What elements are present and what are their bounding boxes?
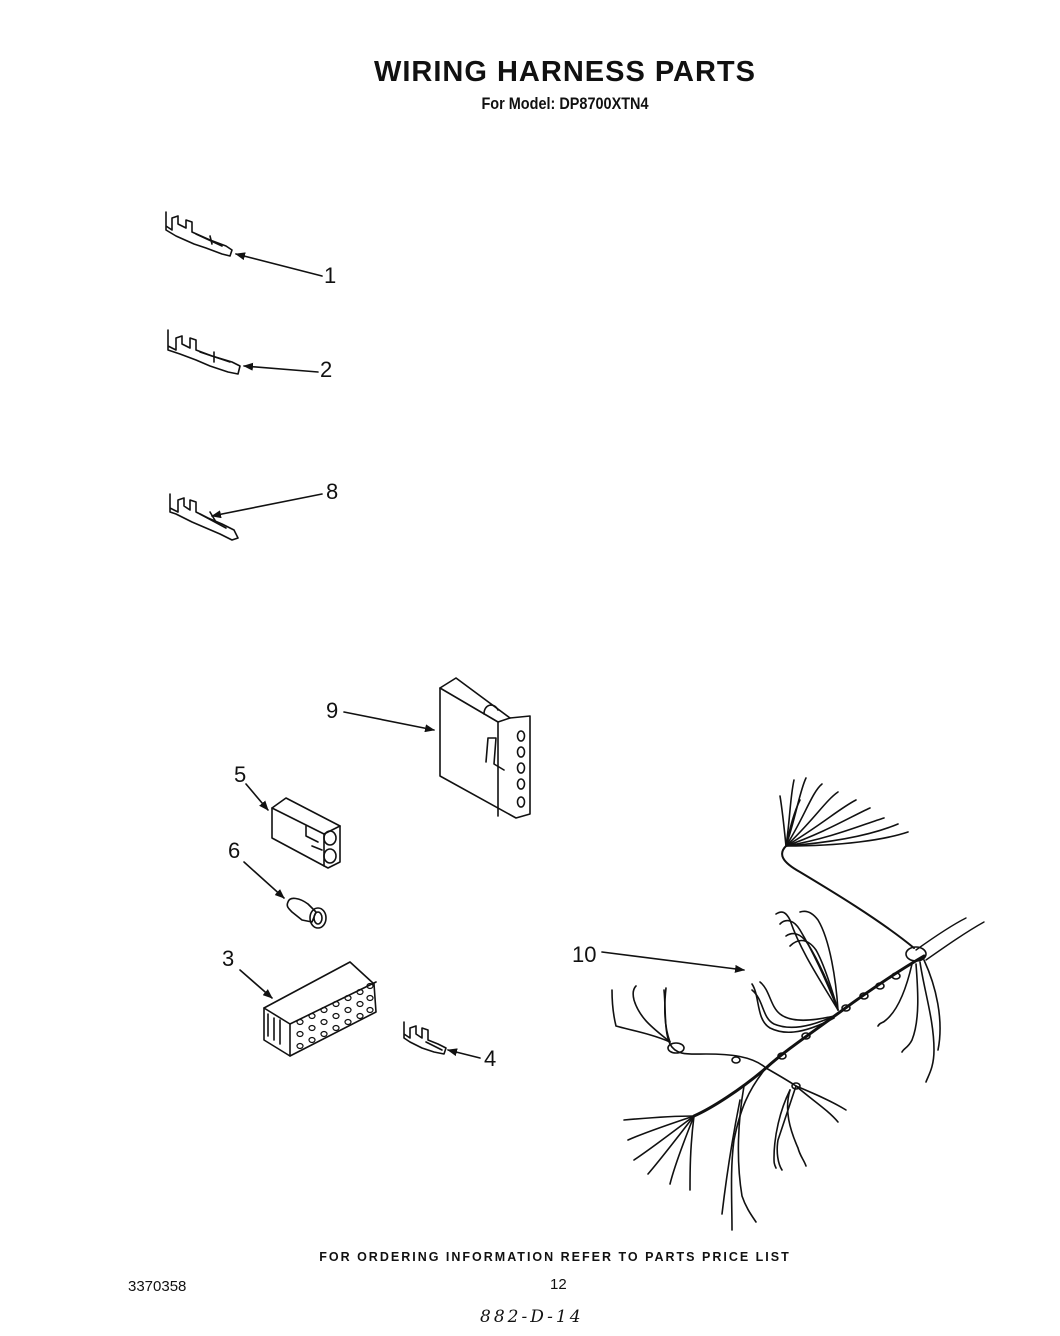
document-number: 3370358: [128, 1278, 187, 1295]
part-9-connector-drawing: [439, 677, 531, 819]
part-4-terminal-drawing: [403, 1021, 447, 1055]
leader-line-part-5: [245, 783, 269, 811]
callout-part-10: 10: [572, 942, 597, 967]
callout-part-6: 6: [228, 838, 241, 863]
page-number: 12: [550, 1276, 567, 1293]
model-subtitle: For Model: DP8700XTN4: [85, 94, 1046, 114]
part-5-connector-drawing: [271, 797, 341, 869]
callout-part-5: 5: [234, 762, 247, 787]
leader-line-part-10: [601, 951, 745, 973]
leader-line-part-9: [343, 711, 435, 733]
leader-line-part-1: [235, 252, 323, 277]
model-label: For Model:: [481, 94, 556, 113]
model-number: DP8700XTN4: [559, 94, 649, 113]
callout-part-3: 3: [222, 946, 235, 971]
leader-line-part-2: [243, 362, 319, 373]
part-3-connector-block-drawing: [263, 961, 377, 1057]
part-1-terminal-drawing: [165, 211, 233, 257]
callout-part-1: 1: [324, 263, 337, 288]
leader-line-part-6: [243, 861, 285, 899]
leader-line-part-4: [447, 1048, 481, 1059]
handwritten-code: 882-D-14: [480, 1307, 584, 1327]
callout-part-9: 9: [326, 698, 339, 723]
callout-part-4: 4: [484, 1046, 497, 1071]
part-6-ferrule-drawing: [286, 897, 327, 929]
callout-part-8: 8: [326, 479, 339, 504]
page-title: WIRING HARNESS PARTS: [374, 56, 756, 88]
leader-line-part-8: [211, 493, 323, 519]
part-10-wiring-harness-drawing: [611, 777, 985, 1231]
leader-line-part-3: [239, 969, 273, 999]
ordering-info-note: FOR ORDERING INFORMATION REFER TO PARTS …: [319, 1250, 791, 1264]
part-8-terminal-drawing: [169, 493, 239, 541]
part-2-terminal-drawing: [167, 329, 241, 375]
callout-part-2: 2: [320, 357, 333, 382]
